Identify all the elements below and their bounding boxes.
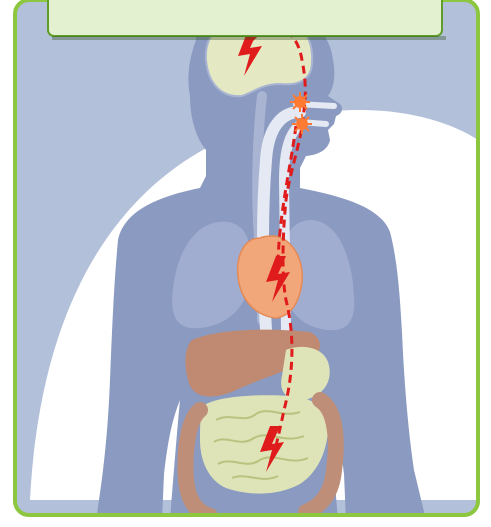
spark-icon xyxy=(290,92,310,112)
spark-icon xyxy=(292,114,312,134)
title-box xyxy=(48,0,442,36)
title-box-shadow xyxy=(52,36,446,40)
